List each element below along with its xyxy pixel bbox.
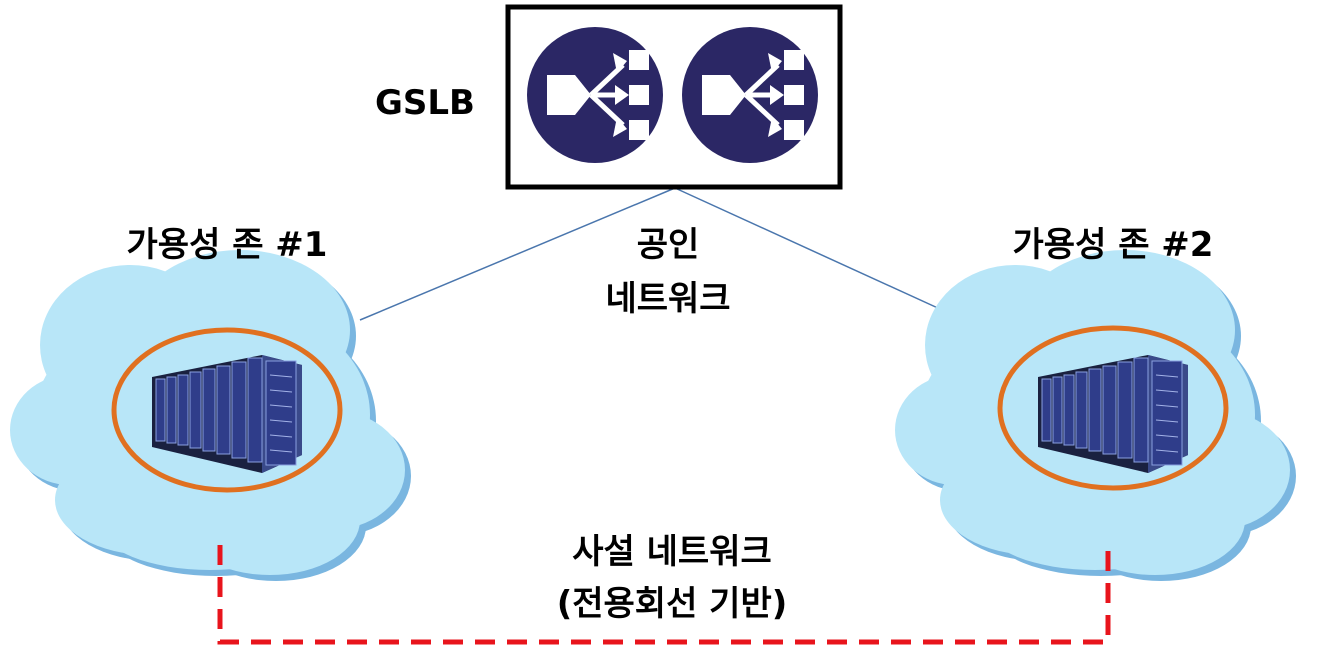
load-balancer-icon: [682, 27, 818, 163]
gslb-label: GSLB: [375, 83, 475, 123]
private-network-label-line1: 사설 네트워크: [572, 532, 772, 572]
zone-1-label: 가용성 존 #1: [127, 225, 328, 265]
public-network-label-line2: 네트워크: [605, 279, 730, 319]
public-network-label-line1: 공인: [637, 225, 700, 265]
zone-ring-2: [997, 325, 1229, 491]
zone-2-label: 가용성 존 #2: [1013, 225, 1214, 265]
zone-ring-1: [111, 327, 343, 493]
public-network-line-right: [674, 187, 976, 326]
private-network-label-line2: (전용회선 기반): [557, 584, 788, 624]
load-balancer-icon: [527, 27, 663, 163]
public-network-line-left: [359, 187, 676, 321]
private-network-line: [217, 545, 1111, 645]
